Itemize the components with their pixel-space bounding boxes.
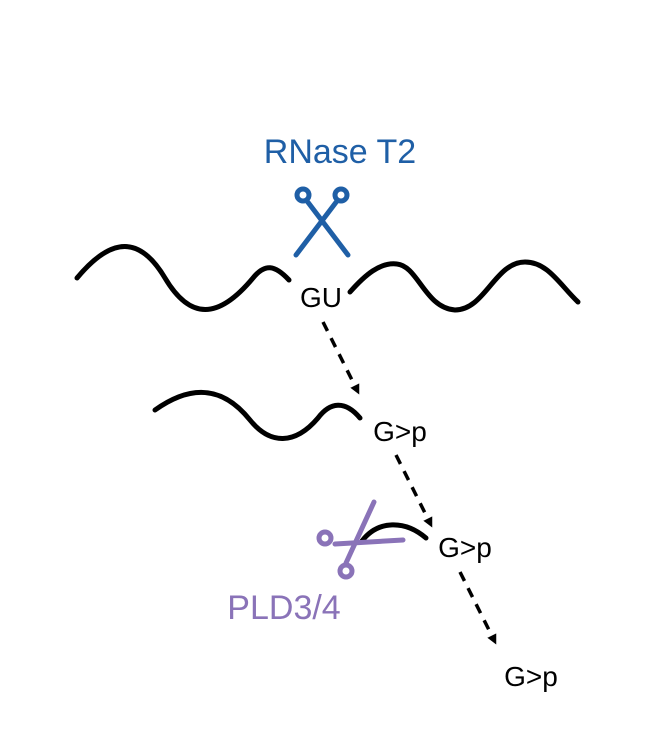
pld34-scissors-icon [316, 499, 406, 580]
product-label-2: G>p [438, 532, 492, 563]
rna-strand-short [359, 522, 429, 544]
arrow-1 [321, 321, 360, 395]
rna-strand-right [347, 259, 581, 313]
rnase-t2-scissors-icon [293, 186, 351, 258]
gu-site-label: GU [300, 282, 342, 313]
rna-strand-cleaved [152, 389, 363, 441]
rna-strand-left [74, 244, 292, 312]
product-label-3: G>p [504, 661, 558, 692]
rnase-t2-label: RNase T2 [264, 133, 416, 171]
product-label-1: G>p [373, 416, 427, 447]
pld34-label: PLD3/4 [227, 589, 340, 627]
arrow-2 [394, 454, 433, 528]
arrow-3 [458, 571, 497, 645]
